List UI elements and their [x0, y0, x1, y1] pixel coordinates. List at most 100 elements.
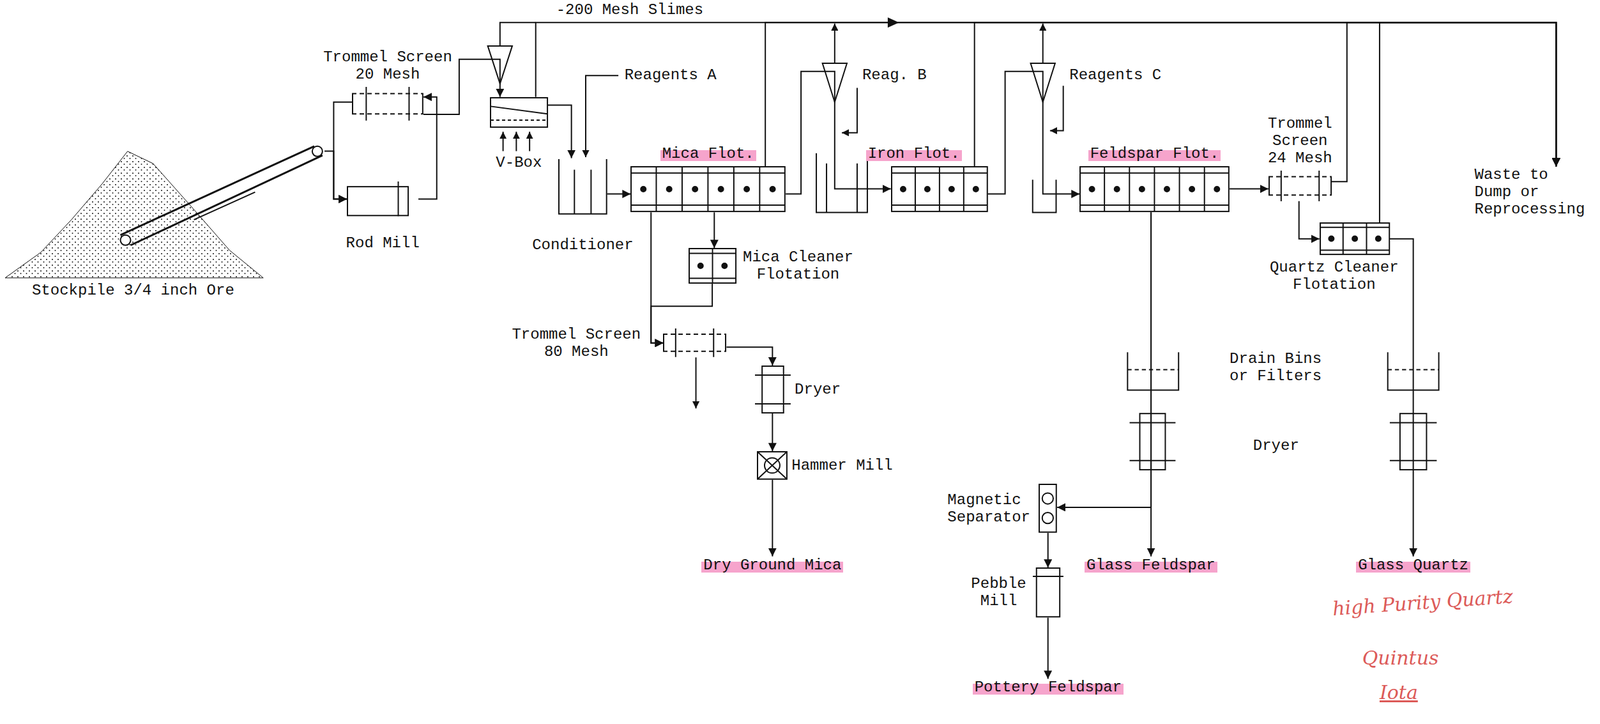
- product-name: Waste to Dump or Reprocessing: [1474, 166, 1590, 218]
- symbol-stroke: [130, 155, 322, 246]
- overflow-line: [500, 22, 536, 46]
- symbol-stroke: [1032, 575, 1064, 577]
- product-name: Pottery Feldspar: [972, 678, 1124, 696]
- stream-label: Reagents A: [624, 66, 717, 84]
- flow-line: [607, 193, 632, 195]
- reagent-line: [1050, 85, 1064, 131]
- symbol-stroke: [1375, 236, 1381, 242]
- equipment-outline: [688, 247, 737, 284]
- product-name: Glass Quartz: [1356, 556, 1471, 574]
- symbol-stroke: [707, 166, 709, 212]
- symbol-stroke: [1328, 236, 1334, 242]
- symbol-stroke: [972, 186, 978, 192]
- equipment-symbol: [689, 248, 736, 283]
- overflow-line: [834, 23, 836, 64]
- equipment-label: Pebble Mill: [968, 574, 1029, 610]
- flow-line: [535, 22, 1557, 167]
- symbol-stroke: [397, 181, 400, 216]
- flow-line: [713, 212, 715, 248]
- flow-line: [650, 212, 663, 343]
- symbol-stroke: [490, 106, 548, 114]
- symbol-stroke: [120, 234, 131, 245]
- conditioner-tank: [1032, 179, 1057, 213]
- product-label: Glass Feldspar: [1084, 556, 1218, 574]
- equipment-outline: [1079, 166, 1230, 213]
- flow-line: [1389, 238, 1414, 557]
- symbol-stroke: [722, 263, 728, 269]
- equipment-node: Feldspar Flot.: [1079, 166, 1230, 213]
- equipment-outline: [489, 97, 549, 128]
- symbol-stroke: [5, 150, 264, 278]
- equipment-symbol: [1268, 170, 1332, 202]
- equipment-node: Stockpile 3/4 inch Ore: [5, 143, 325, 278]
- symbol-stroke: [662, 350, 727, 352]
- symbol-stroke: [666, 186, 672, 192]
- equipment-symbol: [1032, 567, 1064, 617]
- symbol-stroke: [351, 113, 424, 115]
- symbol-stroke: [662, 334, 665, 352]
- symbol-stroke: [655, 166, 658, 212]
- flow-line: [771, 413, 773, 451]
- symbol-stroke: [1318, 170, 1320, 202]
- equipment-label: Rod Mill: [346, 234, 420, 252]
- equipment-node: Trommel Screen 20 Mesh: [351, 86, 424, 121]
- flow-line: [785, 71, 892, 195]
- symbol-stroke: [949, 186, 955, 192]
- equipment-symbol: [757, 451, 787, 480]
- stream-label: Reagents C: [1069, 66, 1162, 84]
- symbol-stroke: [724, 334, 727, 352]
- flow-line: [423, 59, 501, 115]
- product-name: Dry Ground Mica: [701, 556, 844, 574]
- reagent-line: [841, 87, 858, 133]
- equipment-label: Stockpile 3/4 inch Ore: [31, 281, 235, 299]
- flow-line: [1047, 617, 1049, 679]
- air-arrow: [515, 131, 517, 151]
- flow-line: [765, 22, 1556, 167]
- flow-line: [418, 97, 437, 200]
- symbol-stroke: [759, 166, 761, 212]
- equipment-outline: [891, 166, 989, 213]
- symbol-stroke: [770, 186, 776, 192]
- flow-line: [726, 346, 773, 366]
- equipment-label: Trommel Screen 24 Mesh: [1265, 114, 1335, 167]
- drain-bin: [1127, 351, 1179, 390]
- equipment-outline: [630, 166, 786, 213]
- symbol-stroke: [1341, 222, 1344, 255]
- equipment-node: Quartz Cleaner Flotation: [1319, 222, 1390, 255]
- equipment-label: Quartz Cleaner Flotation: [1267, 258, 1401, 294]
- symbol-stroke: [962, 166, 964, 212]
- symbol-stroke: [891, 166, 988, 212]
- equipment-label: Feldspar Flot.: [1088, 144, 1222, 163]
- equipment-label: Dryer: [794, 380, 841, 398]
- flow-line: [324, 150, 347, 199]
- product-label: Dry Ground Mica: [701, 556, 844, 574]
- equipment-node: V-Box: [489, 97, 549, 128]
- flow-line: [1331, 22, 1556, 182]
- equipment-label: Hammer Mill: [791, 456, 893, 474]
- equipment-label: Mica Flot.: [660, 144, 757, 163]
- symbol-stroke: [757, 451, 787, 480]
- symbol-stroke: [490, 97, 548, 128]
- equipment-label: Conditioner: [532, 236, 633, 254]
- symbol-stroke: [761, 365, 784, 413]
- symbol-stroke: [662, 333, 727, 335]
- symbol-stroke: [1080, 166, 1229, 212]
- symbol-stroke: [312, 145, 323, 156]
- handwritten-note: Iota: [1379, 681, 1418, 704]
- equipment-symbol: [351, 86, 424, 121]
- flow-line: [1057, 212, 1151, 508]
- conditioner-tank: [816, 153, 868, 213]
- equipment-node: Pebble Mill: [1032, 567, 1064, 618]
- symbol-stroke: [1042, 512, 1054, 524]
- equipment-node: Trommel Screen 24 Mesh: [1268, 170, 1332, 202]
- equipment-node: Magnetic Separator: [1038, 483, 1058, 533]
- symbol-stroke: [1179, 166, 1181, 212]
- equipment-label: V-Box: [495, 153, 542, 172]
- handwritten-note: Quintus: [1362, 647, 1440, 669]
- undersize-arrow: [695, 357, 697, 409]
- symbol-stroke: [1103, 166, 1105, 212]
- symbol-stroke: [924, 186, 930, 192]
- symbol-stroke: [1042, 493, 1054, 504]
